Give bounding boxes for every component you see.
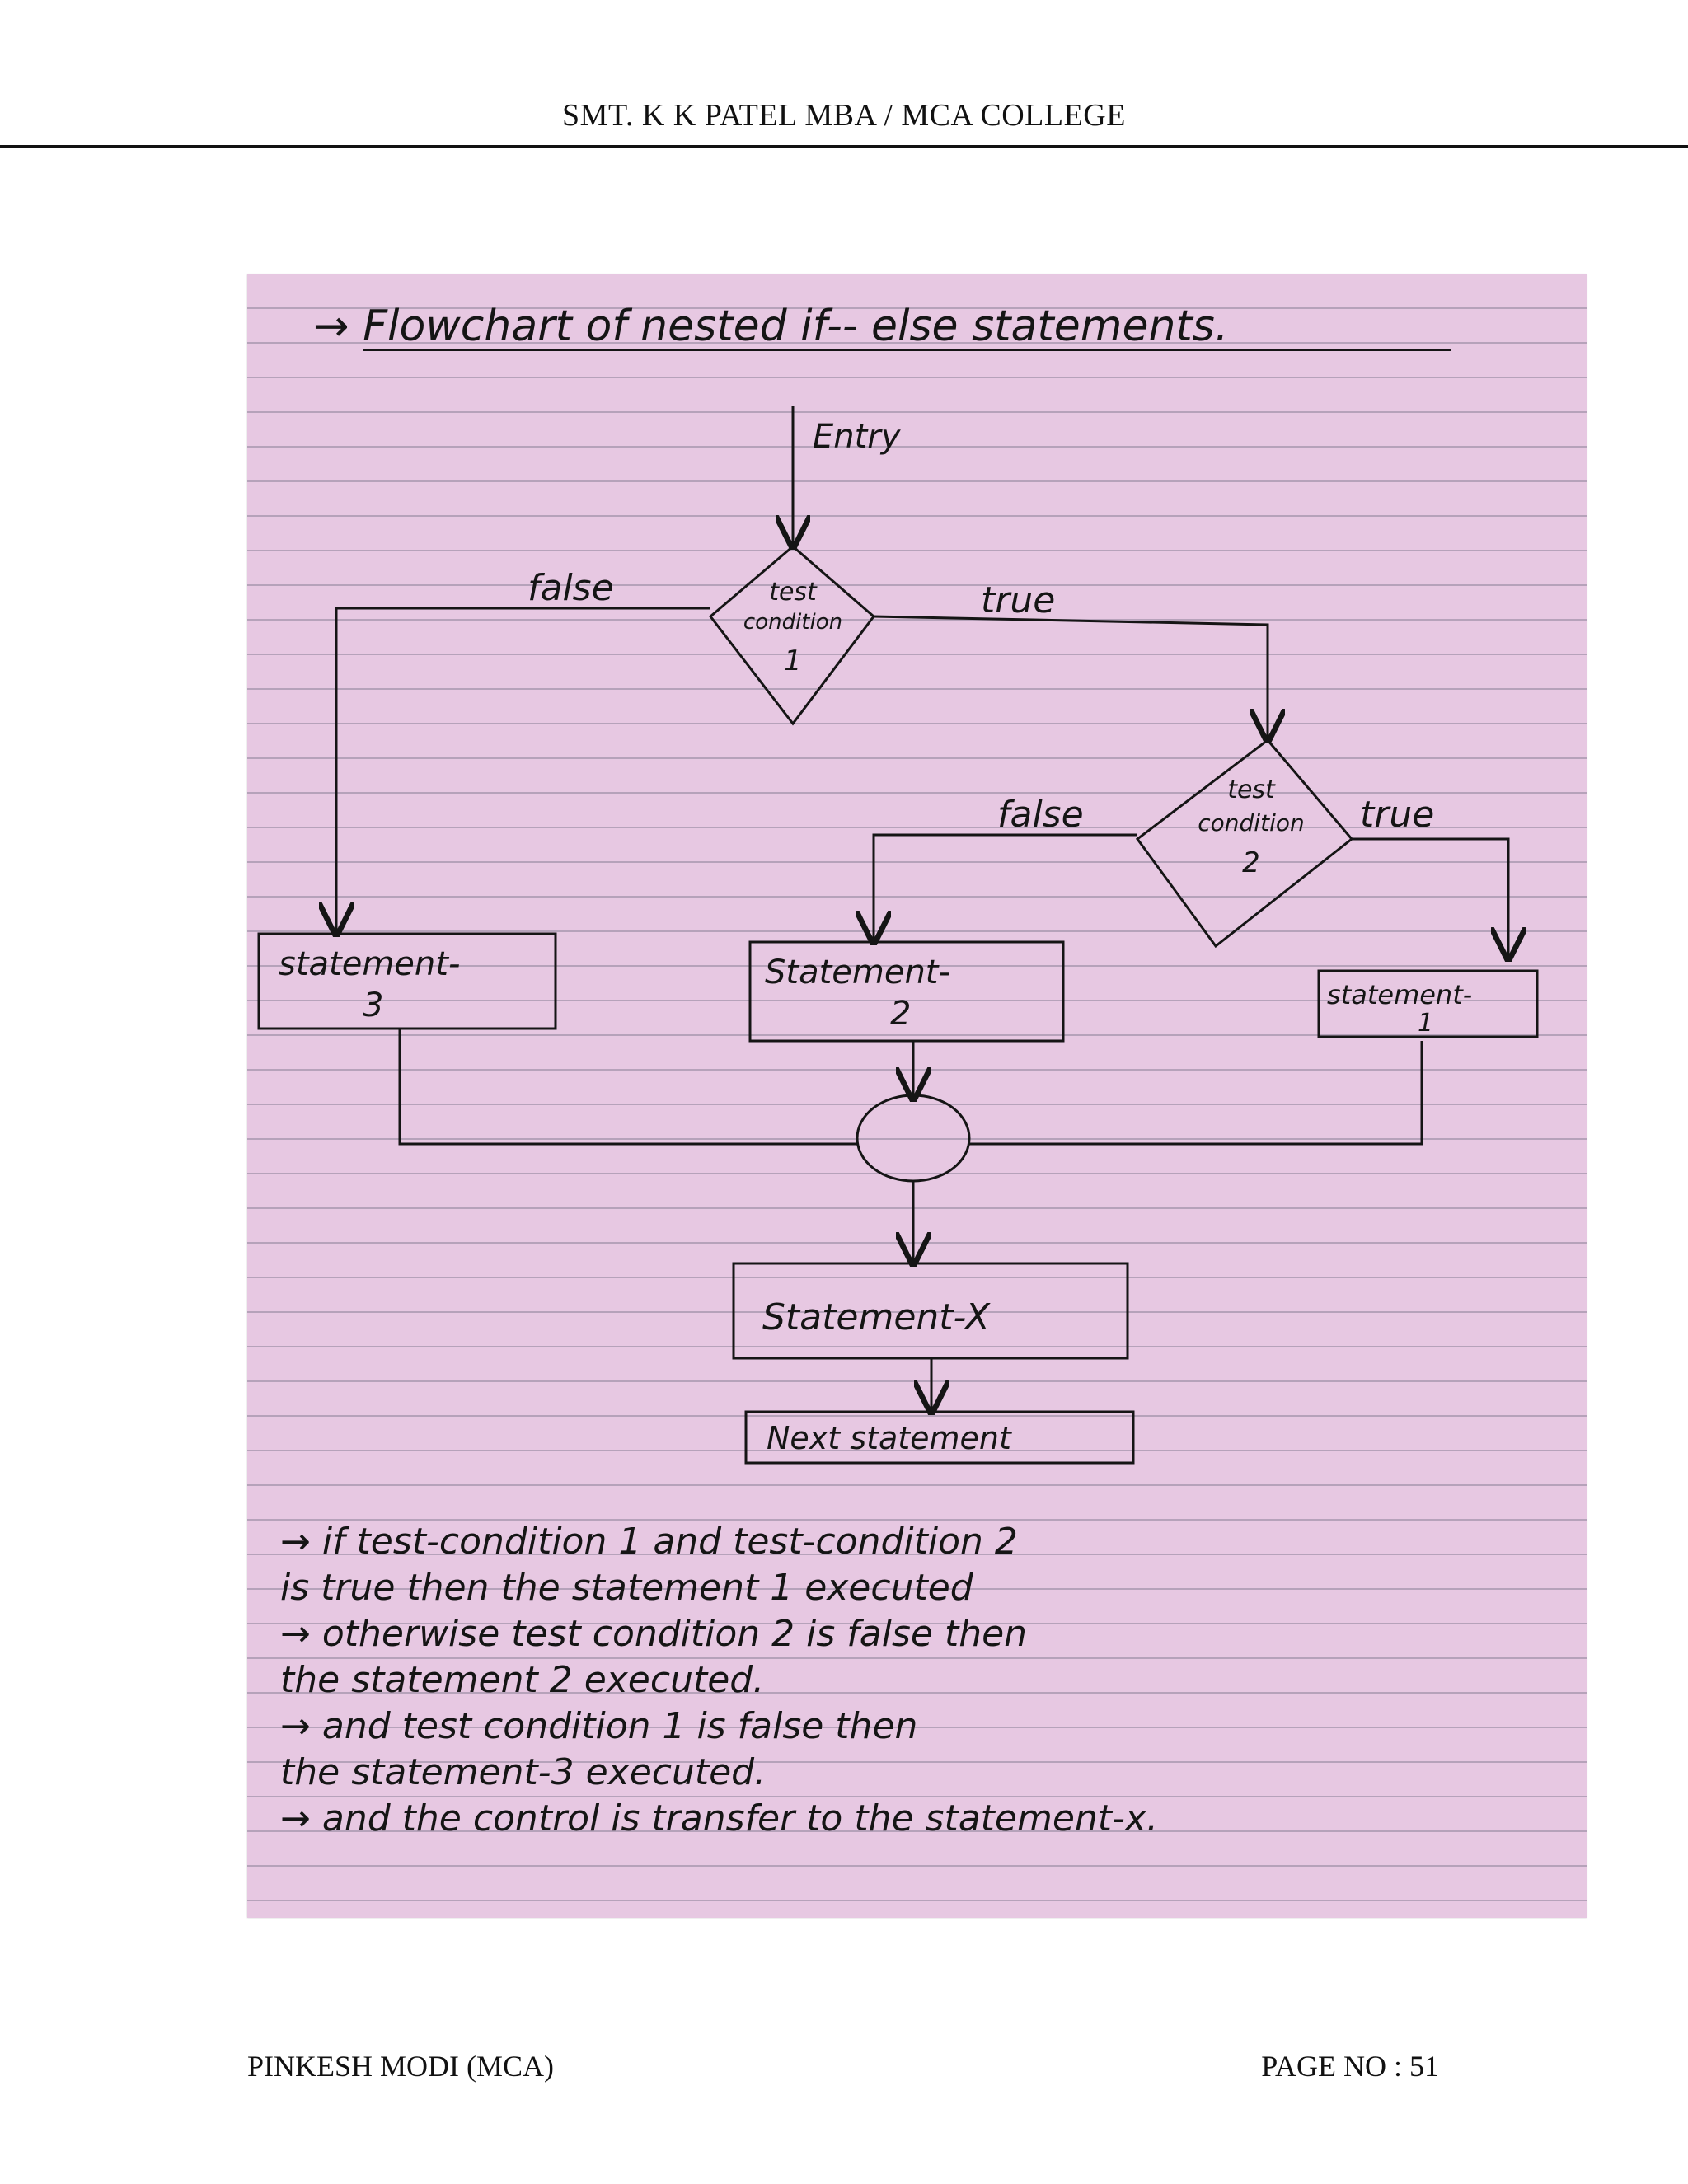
footer-author: PINKESH MODI (MCA) [247, 2050, 555, 2083]
statement-3-join-line [398, 1029, 857, 1146]
condition-2-line-1: test [1227, 776, 1276, 804]
statement-x-label: Statement-X [762, 1296, 991, 1338]
true-label-1: true [981, 579, 1055, 621]
explanation-line: → otherwise test condition 2 is false th… [280, 1613, 1028, 1655]
explanation-line: → if test-condition 1 and test-condition… [280, 1521, 1018, 1563]
explanation-line: is true then the statement 1 executed [280, 1567, 973, 1609]
junction-connector [856, 1094, 971, 1183]
entry-label: Entry [813, 418, 902, 456]
next-statement-label: Next statement [767, 1420, 1013, 1456]
handwritten-note-sheet: → Flowchart of nested if-- else statemen… [247, 274, 1587, 1918]
explanation-line: the statement-3 executed. [280, 1751, 767, 1793]
false-branch-1-line [336, 607, 710, 934]
explanation-line: the statement 2 executed. [280, 1659, 765, 1701]
statement-1-label-1: statement- [1327, 979, 1472, 1010]
flowchart-diagram: → Flowchart of nested if-- else statemen… [257, 302, 1539, 1465]
true-branch-2-line [1352, 837, 1508, 958]
statement-2-box [748, 940, 1065, 1043]
true-branch-1-line [873, 615, 1268, 740]
true-label-2: true [1360, 794, 1434, 836]
next-statement-box [744, 1410, 1135, 1465]
condition-1-line-2: condition [743, 610, 842, 635]
false-label-1: false [528, 567, 614, 609]
false-label-2: false [997, 794, 1084, 836]
condition-2-line-3: 2 [1242, 846, 1260, 879]
college-header: SMT. K K PATEL MBA / MCA COLLEGE [562, 98, 1126, 133]
header-rule [0, 145, 1688, 148]
condition-1-line-1: test [769, 578, 818, 607]
note-heading: → Flowchart of nested if-- else statemen… [313, 302, 1228, 351]
statement-3-label-1: statement- [279, 945, 460, 983]
explanation-line: → and the control is transfer to the sta… [280, 1797, 1158, 1840]
statement-3-box [257, 932, 557, 1030]
condition-1-diamond [708, 545, 876, 726]
statement-1-label-2: 1 [1418, 1009, 1433, 1038]
statement-2-label-1: Statement- [765, 954, 950, 991]
statement-1-join-line [969, 1041, 1423, 1146]
condition-2-diamond [1135, 738, 1354, 949]
statement-3-label-2: 3 [363, 987, 383, 1024]
condition-2-line-2: condition [1198, 809, 1304, 837]
statement-2-label-2: 2 [890, 995, 911, 1033]
statement-1-box [1317, 969, 1539, 1038]
explanation-line: → and test condition 1 is false then [280, 1705, 918, 1747]
explanation-notes: → if test-condition 1 and test-condition… [280, 1519, 1566, 1842]
footer-page-number: PAGE NO : 51 [1261, 2050, 1439, 2083]
condition-1-line-3: 1 [784, 644, 802, 677]
false-branch-2-line [874, 833, 1137, 942]
